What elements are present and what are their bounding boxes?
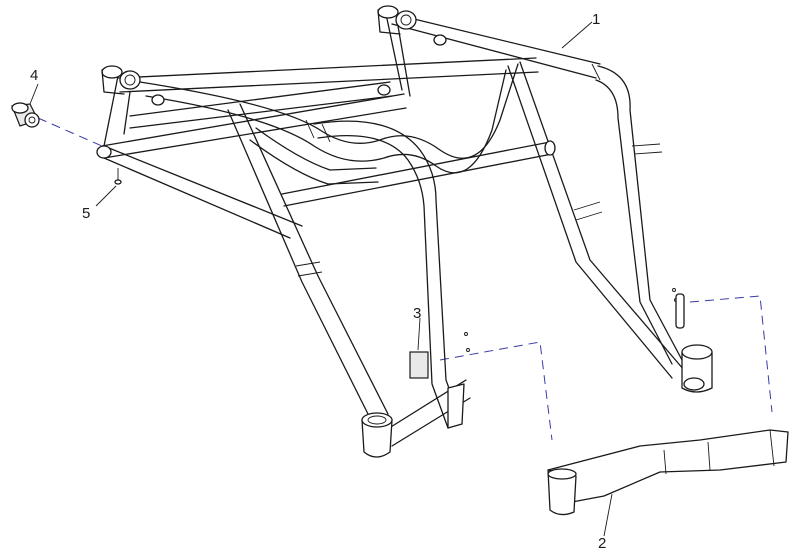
callout-3: 3 bbox=[413, 305, 421, 322]
rear-left-mount bbox=[101, 65, 165, 106]
callout-4: 4 bbox=[30, 67, 38, 84]
bushing-part bbox=[11, 102, 40, 128]
rear-right-foot bbox=[681, 344, 713, 393]
front-left-foot bbox=[361, 412, 393, 458]
callout-leaders bbox=[29, 21, 613, 537]
screw-part bbox=[114, 168, 122, 185]
callout-5: 5 bbox=[82, 205, 90, 222]
skid-plate-part bbox=[547, 429, 789, 516]
rear-right-mount bbox=[377, 5, 447, 96]
label-pad-part bbox=[409, 351, 429, 379]
assembly-dashed-lines bbox=[37, 117, 773, 441]
callout-1: 1 bbox=[592, 11, 600, 28]
callout-2: 2 bbox=[598, 535, 606, 552]
roll-cage-frame bbox=[96, 5, 713, 458]
